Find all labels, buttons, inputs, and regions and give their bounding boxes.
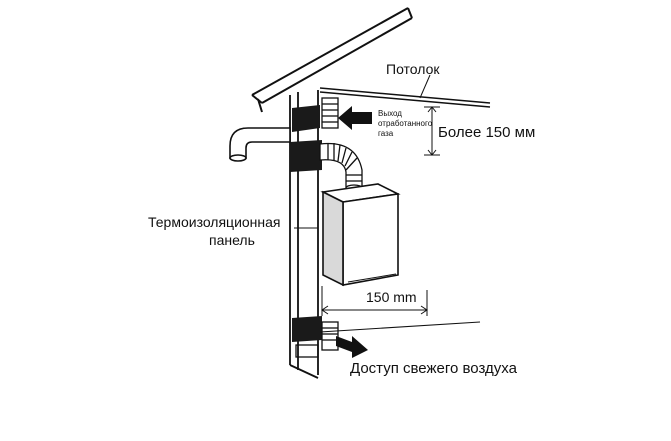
clearance-side-dimension [321,286,428,316]
ceiling-leader [419,74,431,99]
outside-flue-pipe [229,127,291,162]
exhaust-vent [321,97,339,129]
clearance-side-label: 150 mm [366,289,417,305]
exhaust-label-line3: газа [378,129,394,138]
insulation-label-line1: Термоизоляционная [148,214,281,230]
insulation-panels [290,105,322,358]
fresh-air-arrow [336,336,368,358]
corrugated-flue [319,142,363,192]
boiler-side [322,190,344,287]
exhaust-arrow [338,106,372,130]
floor-line [319,321,481,333]
fresh-air-label: Доступ свежего воздуха [350,360,518,377]
boiler [320,183,401,287]
clearance-top-label: Более 150 мм [438,124,535,141]
ceiling-label: Потолок [386,61,440,77]
roof [251,7,413,113]
insulation-band-flue [290,140,322,172]
insulation-band-bottom [292,316,322,342]
exhaust-label-line2: отработанного [378,119,433,128]
insulation-band-top [292,105,320,132]
insulation-label-line2: панель [209,232,255,248]
boiler-front [342,193,399,286]
ceiling-line [319,87,491,108]
fresh-air-vent [321,321,339,351]
clearance-top-dimension [424,106,440,156]
exhaust-label-line1: Выход [378,109,402,118]
